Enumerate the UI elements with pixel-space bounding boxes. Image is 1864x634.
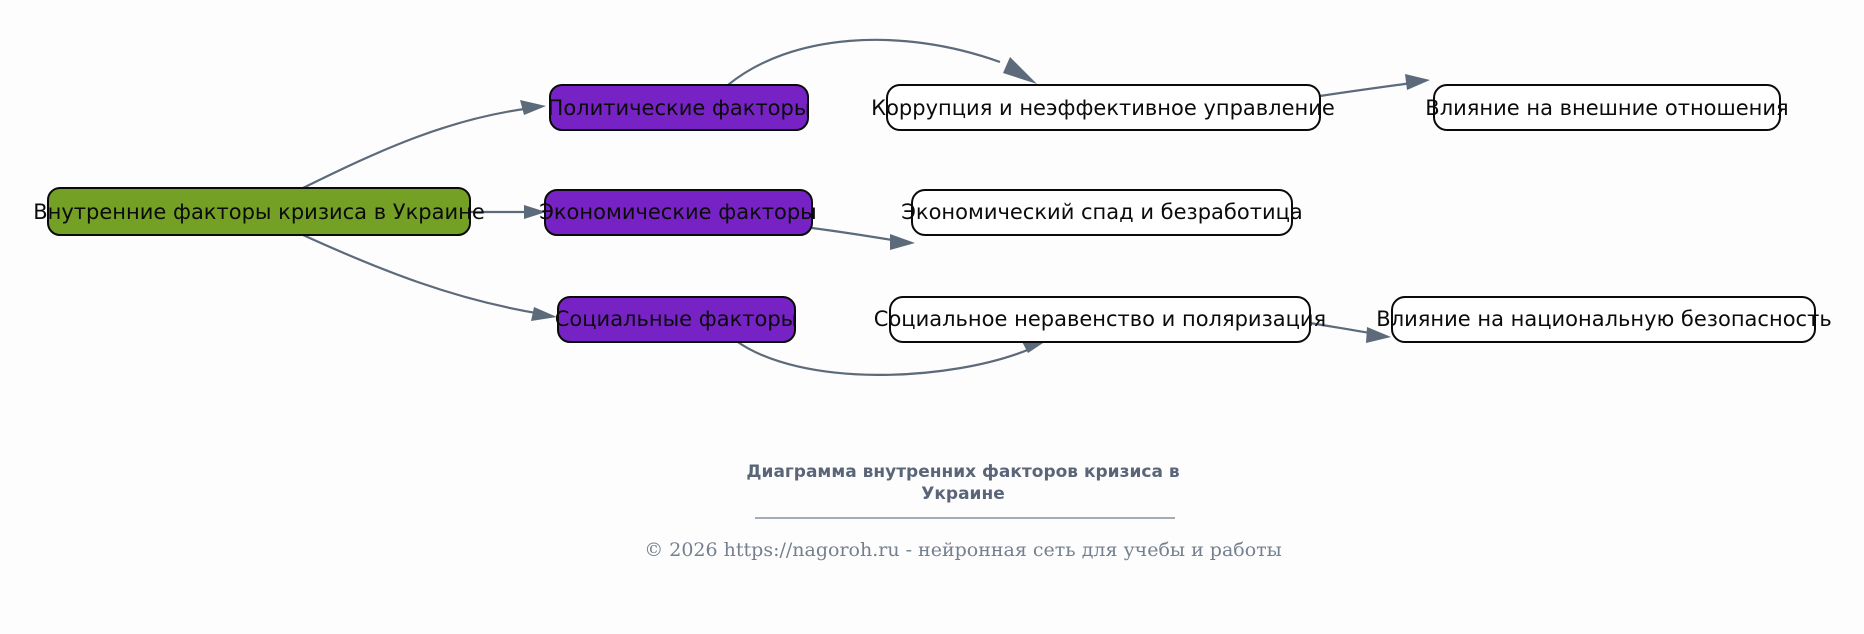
edge-root-to-political [302,100,546,189]
node-economic-shape[interactable] [544,189,813,236]
node-economic-label: Экономические факторы [539,200,817,224]
footer-credit: © 2026 https://nagoroh.ru - нейронная се… [644,539,1282,561]
edge-root-to-social [302,233,557,321]
edge-political-to-corruption [727,38,1037,86]
node-root[interactable]: Внутренние факторы кризиса в Украине [33,187,485,236]
node-root-label: Внутренние факторы кризиса в Украине [33,200,485,224]
node-corruption-shape[interactable] [886,84,1321,131]
node-root-shape[interactable] [47,187,471,236]
node-layer: Внутренние факторы кризиса в Украине Пол… [33,84,1832,343]
node-national-security[interactable]: Влияние на национальную безопасность [1376,296,1832,343]
node-economic[interactable]: Экономические факторы [539,189,817,236]
node-external-relations-shape[interactable] [1433,84,1781,131]
edge-layer [302,38,1430,376]
node-political-shape[interactable] [549,84,809,131]
node-external-relations[interactable]: Влияние на внешние отношения [1425,84,1789,131]
node-corruption[interactable]: Коррупция и неэффективное управление [871,84,1335,131]
node-social-label: Социальные факторы [555,307,798,331]
node-external-relations-label: Влияние на внешние отношения [1425,96,1788,120]
node-corruption-label: Коррупция и неэффективное управление [871,96,1335,120]
node-national-security-shape[interactable] [1391,296,1816,343]
node-economic-decline-label: Экономический спад и безработица [901,200,1303,224]
footer-title-line2: Украине [921,484,1004,504]
node-social-inequality-label: Социальное неравенство и поляризация [874,307,1326,331]
node-social-inequality-shape[interactable] [889,296,1311,343]
node-national-security-label: Влияние на национальную безопасность [1376,307,1831,331]
node-political[interactable]: Политические факторы [548,84,811,131]
node-political-label: Политические факторы [548,96,811,120]
node-social-shape[interactable] [557,296,796,343]
edge-inequality-to-security [1309,321,1391,343]
node-economic-decline[interactable]: Экономический спад и безработица [901,189,1303,236]
edge-root-to-economic [470,205,546,219]
footer-title-line1: Диаграмма внутренних факторов кризиса в [746,462,1179,482]
node-economic-decline-shape[interactable] [911,189,1293,236]
edge-corruption-to-external [1319,74,1430,98]
footer: Диаграмма внутренних факторов кризиса в … [644,462,1282,561]
node-social[interactable]: Социальные факторы [555,296,798,343]
node-social-inequality[interactable]: Социальное неравенство и поляризация [874,296,1326,343]
edge-economic-to-decline [811,226,915,250]
